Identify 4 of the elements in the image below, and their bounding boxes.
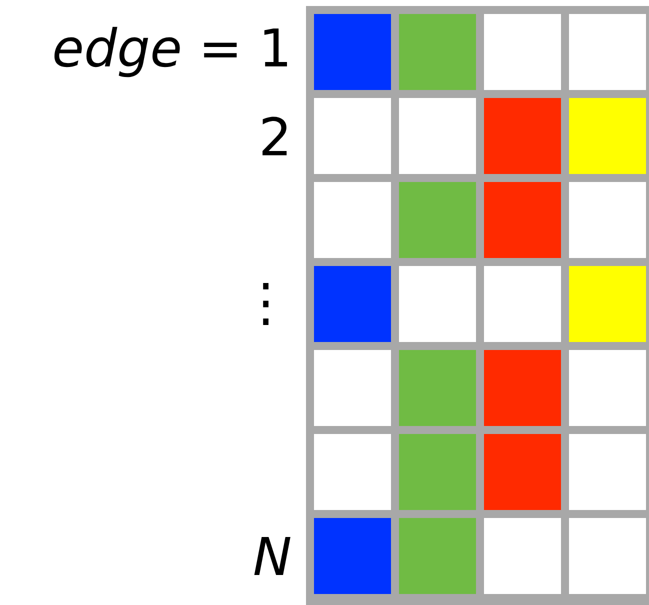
- row-label: ⋮: [263, 282, 268, 325]
- row-label: edge = 1: [54, 26, 287, 78]
- row-label: N: [254, 537, 290, 575]
- row-label: 2: [262, 116, 287, 156]
